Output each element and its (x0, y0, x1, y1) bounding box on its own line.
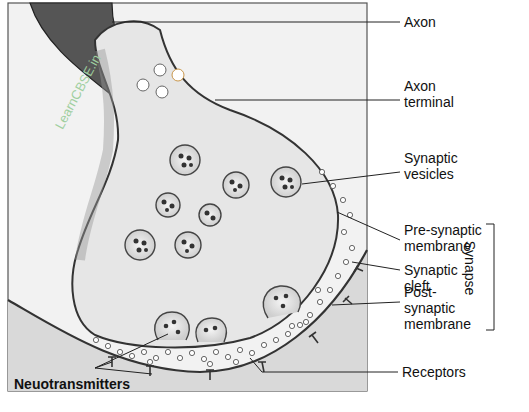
bracket-label: Synapse (462, 241, 478, 295)
part-label: Axon (404, 14, 514, 30)
part-label: Neuotransmitters (14, 376, 164, 392)
part-label: Synaptic vesicles (404, 150, 484, 182)
part-label: Axon terminal (404, 78, 474, 110)
part-label: Receptors (402, 364, 512, 380)
